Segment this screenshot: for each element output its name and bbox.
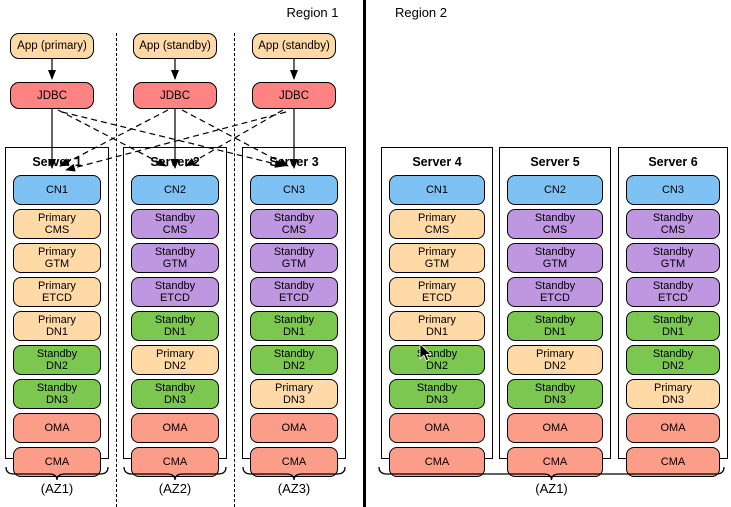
component-standby-dn3: Standby DN3 bbox=[507, 379, 603, 409]
component-oma: OMA bbox=[507, 413, 603, 443]
az-label-region2: (AZ1) bbox=[535, 481, 568, 496]
component-standby-dn2: Standby DN2 bbox=[389, 345, 485, 375]
component-primary-dn3: Primary DN3 bbox=[250, 379, 338, 409]
component-cn3: CN3 bbox=[626, 175, 720, 205]
component-standby-dn1: Standby DN1 bbox=[131, 311, 219, 341]
component-standby-cms: Standby CMS bbox=[507, 209, 603, 239]
component-standby-gtm: Standby GTM bbox=[250, 243, 338, 273]
component-standby-dn3: Standby DN3 bbox=[389, 379, 485, 409]
component-standby-dn2: Standby DN2 bbox=[13, 345, 101, 375]
az-label: (AZ3) bbox=[277, 481, 311, 496]
jdbc-box: JDBC bbox=[133, 82, 217, 109]
server-title: Server 1 bbox=[32, 155, 82, 169]
component-standby-dn3: Standby DN3 bbox=[13, 379, 101, 409]
app-box: App (primary) bbox=[10, 33, 94, 59]
jdbc-box: JDBC bbox=[252, 82, 336, 109]
component-cn1: CN1 bbox=[389, 175, 485, 205]
component-standby-dn1: Standby DN1 bbox=[507, 311, 603, 341]
component-primary-dn1: Primary DN1 bbox=[389, 311, 485, 341]
component-primary-etcd: Primary ETCD bbox=[389, 277, 485, 307]
component-standby-etcd: Standby ETCD bbox=[507, 277, 603, 307]
component-standby-etcd: Standby ETCD bbox=[131, 277, 219, 307]
component-standby-cms: Standby CMS bbox=[250, 209, 338, 239]
region1-label: Region 1 bbox=[286, 5, 339, 20]
az-brace bbox=[5, 466, 109, 481]
server-title: Server 5 bbox=[530, 155, 580, 169]
component-oma: OMA bbox=[626, 413, 720, 443]
component-primary-etcd: Primary ETCD bbox=[13, 277, 101, 307]
component-standby-dn1: Standby DN1 bbox=[250, 311, 338, 341]
component-cma: CMA bbox=[250, 447, 338, 477]
region-divider bbox=[363, 0, 366, 507]
component-cma: CMA bbox=[131, 447, 219, 477]
component-standby-cms: Standby CMS bbox=[626, 209, 720, 239]
app-box: App (standby) bbox=[133, 33, 217, 59]
component-oma: OMA bbox=[131, 413, 219, 443]
app-box: App (standby) bbox=[252, 33, 336, 59]
component-oma: OMA bbox=[389, 413, 485, 443]
component-cma: CMA bbox=[389, 447, 485, 477]
component-oma: OMA bbox=[250, 413, 338, 443]
az-separator bbox=[116, 33, 117, 507]
component-cn2: CN2 bbox=[131, 175, 219, 205]
component-standby-gtm: Standby GTM bbox=[626, 243, 720, 273]
component-cma: CMA bbox=[626, 447, 720, 477]
component-cma: CMA bbox=[13, 447, 101, 477]
server-title: Server 4 bbox=[412, 155, 462, 169]
component-cn1: CN1 bbox=[13, 175, 101, 205]
component-standby-gtm: Standby GTM bbox=[507, 243, 603, 273]
component-standby-dn2: Standby DN2 bbox=[250, 345, 338, 375]
component-primary-cms: Primary CMS bbox=[13, 209, 101, 239]
az-label: (AZ1) bbox=[40, 481, 74, 496]
az-brace bbox=[242, 466, 346, 481]
component-cma: CMA bbox=[507, 447, 603, 477]
component-primary-gtm: Primary GTM bbox=[13, 243, 101, 273]
component-oma: OMA bbox=[13, 413, 101, 443]
component-primary-cms: Primary CMS bbox=[389, 209, 485, 239]
component-standby-dn1: Standby DN1 bbox=[626, 311, 720, 341]
az-brace bbox=[123, 466, 227, 481]
server-title: Server 3 bbox=[269, 155, 319, 169]
component-primary-dn3: Primary DN3 bbox=[626, 379, 720, 409]
component-standby-etcd: Standby ETCD bbox=[626, 277, 720, 307]
component-standby-dn2: Standby DN2 bbox=[626, 345, 720, 375]
component-primary-gtm: Primary GTM bbox=[389, 243, 485, 273]
component-primary-dn2: Primary DN2 bbox=[507, 345, 603, 375]
mouse-cursor bbox=[419, 343, 433, 362]
component-primary-dn1: Primary DN1 bbox=[13, 311, 101, 341]
az-separator bbox=[234, 33, 235, 507]
component-standby-etcd: Standby ETCD bbox=[250, 277, 338, 307]
az-brace-region2 bbox=[378, 466, 725, 481]
jdbc-box: JDBC bbox=[10, 82, 94, 109]
component-standby-gtm: Standby GTM bbox=[131, 243, 219, 273]
component-standby-cms: Standby CMS bbox=[131, 209, 219, 239]
server-title: Server 6 bbox=[648, 155, 698, 169]
component-cn3: CN3 bbox=[250, 175, 338, 205]
server-title: Server 2 bbox=[150, 155, 200, 169]
az-label: (AZ2) bbox=[158, 481, 192, 496]
component-primary-dn2: Primary DN2 bbox=[131, 345, 219, 375]
region2-label: Region 2 bbox=[394, 5, 448, 20]
component-cn2: CN2 bbox=[507, 175, 603, 205]
component-standby-dn3: Standby DN3 bbox=[131, 379, 219, 409]
